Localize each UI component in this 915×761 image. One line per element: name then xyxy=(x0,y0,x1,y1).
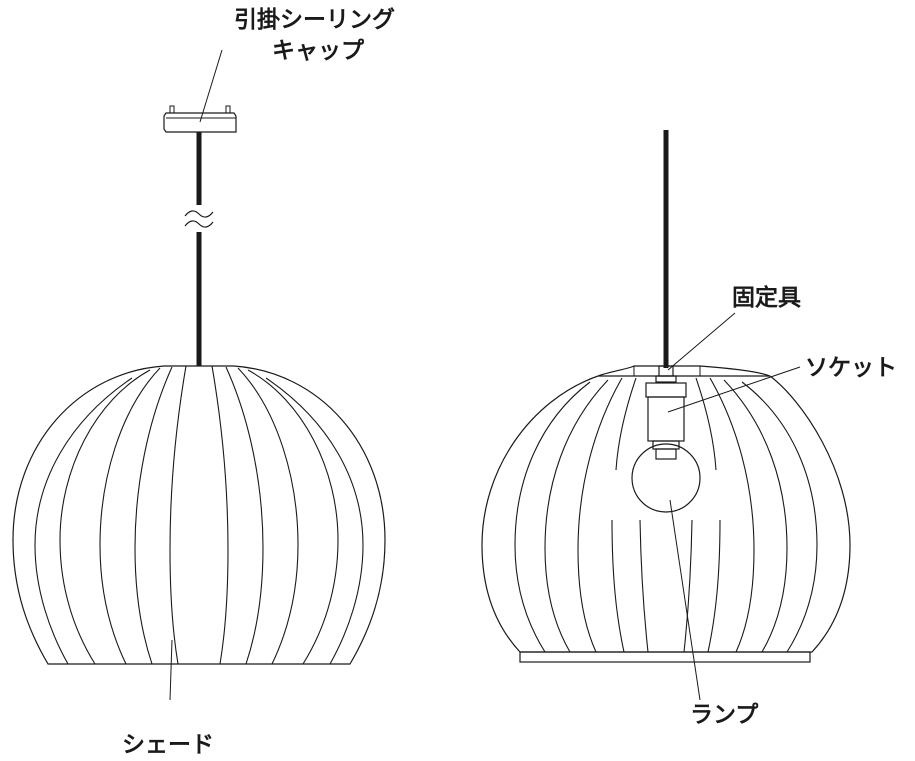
leader-socket xyxy=(667,366,801,413)
lamp-bulb xyxy=(631,443,701,513)
ceiling-cap xyxy=(163,105,237,133)
leader-lamp xyxy=(669,499,701,701)
socket xyxy=(645,382,687,450)
label-fixture: 固定具 xyxy=(732,284,801,311)
right-shade xyxy=(481,375,851,663)
label-ceiling-cap-line2: キャップ xyxy=(272,38,365,64)
leader-fixture xyxy=(667,312,736,371)
text-labels: 引掛シーリング キャップ シェード 固定具 ソケット ランプ xyxy=(122,6,897,758)
fixture xyxy=(655,365,677,383)
label-ceiling-cap-line1: 引掛シーリング xyxy=(234,6,395,33)
left-lamp xyxy=(12,105,386,665)
leader-lines xyxy=(169,49,801,701)
label-shade: シェード xyxy=(122,732,214,758)
leader-shade xyxy=(169,639,173,701)
label-lamp: ランプ xyxy=(690,702,759,728)
shade-top-rim xyxy=(597,365,771,377)
right-lamp xyxy=(481,130,851,663)
leader-ceiling-cap xyxy=(199,49,223,123)
label-socket: ソケット xyxy=(805,355,897,381)
cord-break-symbol xyxy=(184,210,214,228)
left-shade xyxy=(12,365,386,665)
